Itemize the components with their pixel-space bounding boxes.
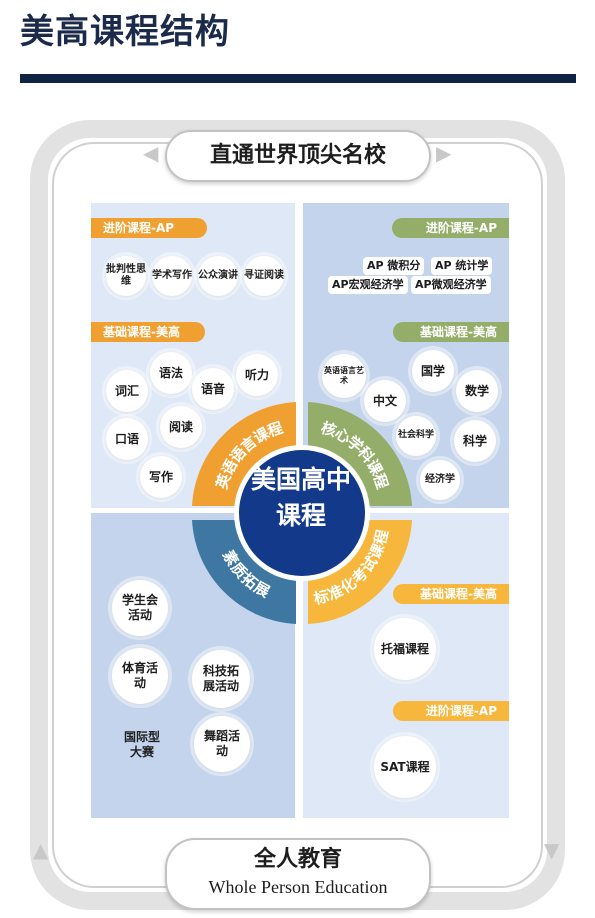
tr-base-bubble: 英语语言艺术 [322,354,366,398]
tl-base-bubble: 阅读 [160,406,202,448]
bl-activity-bubble: 体育活动 [112,648,168,704]
br-course-bubble: 托福课程 [374,618,436,680]
title-underline [20,74,576,83]
tr-base-bubble: 社会科学 [396,416,436,456]
tl-ap-bubble: 批判性思维 [106,256,146,296]
segment-standard-arc [308,520,412,624]
tl-ap-bubble: 公众演讲 [198,256,238,296]
tl-ap-tag: 进阶课程-AP [91,218,207,238]
segment-quality-arc [192,520,296,624]
tr-base-bubble: 科学 [454,420,496,462]
center-label: 美国高中 课程 [239,462,363,534]
tl-base-bubble: 语法 [150,352,192,394]
segment-english-arc [192,402,296,506]
whole-person-zh: 全人教育 [253,847,342,872]
arrow-right-icon: ▶ [436,141,452,165]
center-label-line1: 美国高中 [250,465,351,494]
tl-ap-bubble: 寻证阅读 [244,256,284,296]
tr-base-tag: 基础课程-美高 [393,322,509,342]
tr-ap-course: AP宏观经济学 [328,276,408,294]
whole-person-en: Whole Person Education [208,877,388,897]
tr-ap-course: AP 统计学 [431,257,493,275]
br-ap-tag: 进阶课程-AP [393,701,509,721]
br-course-bubble: SAT课程 [374,736,436,798]
bl-activity-bubble: 学生会活动 [112,580,168,636]
br-base-tag: 基础课程-美高 [393,584,509,604]
tr-ap-course: AP微观经济学 [411,276,491,294]
tl-base-bubble: 语音 [192,368,234,410]
center-core [239,450,365,576]
tr-ap-tag: 进阶课程-AP [392,218,509,238]
bl-activity-bubble: 舞蹈活动 [194,716,250,772]
page-title: 美高课程结构 [20,12,230,52]
tr-ap-course: AP 微积分 [363,257,425,275]
tr-base-bubble: 中文 [364,380,406,422]
tl-base-tag: 基础课程-美高 [91,322,205,342]
whole-person-label: 全人教育 Whole Person Education [165,838,431,910]
tl-base-bubble: 写作 [140,456,182,498]
tl-base-bubble: 口语 [106,418,148,460]
arrow-left-icon: ◀ [143,141,159,165]
arrow-down-icon: ▼ [544,838,560,862]
goal-label: 直通世界顶尖名校 [165,130,431,182]
bl-competition-label: 国际型大赛 [123,730,160,759]
tr-base-bubble: 数学 [456,370,498,412]
center-label-line2: 课程 [275,501,326,530]
arrow-up-icon: ▲ [33,838,49,862]
segment-core-arc [308,402,412,506]
outer-cycle-ring [30,120,565,910]
bl-activity-bubble: 科技拓展活动 [192,650,250,708]
tl-base-bubble: 词汇 [106,370,148,412]
tl-base-bubble: 听力 [236,354,278,396]
tr-base-bubble: 经济学 [420,460,460,500]
tr-base-bubble: 国学 [412,350,454,392]
tl-ap-bubble: 学术写作 [152,256,192,296]
